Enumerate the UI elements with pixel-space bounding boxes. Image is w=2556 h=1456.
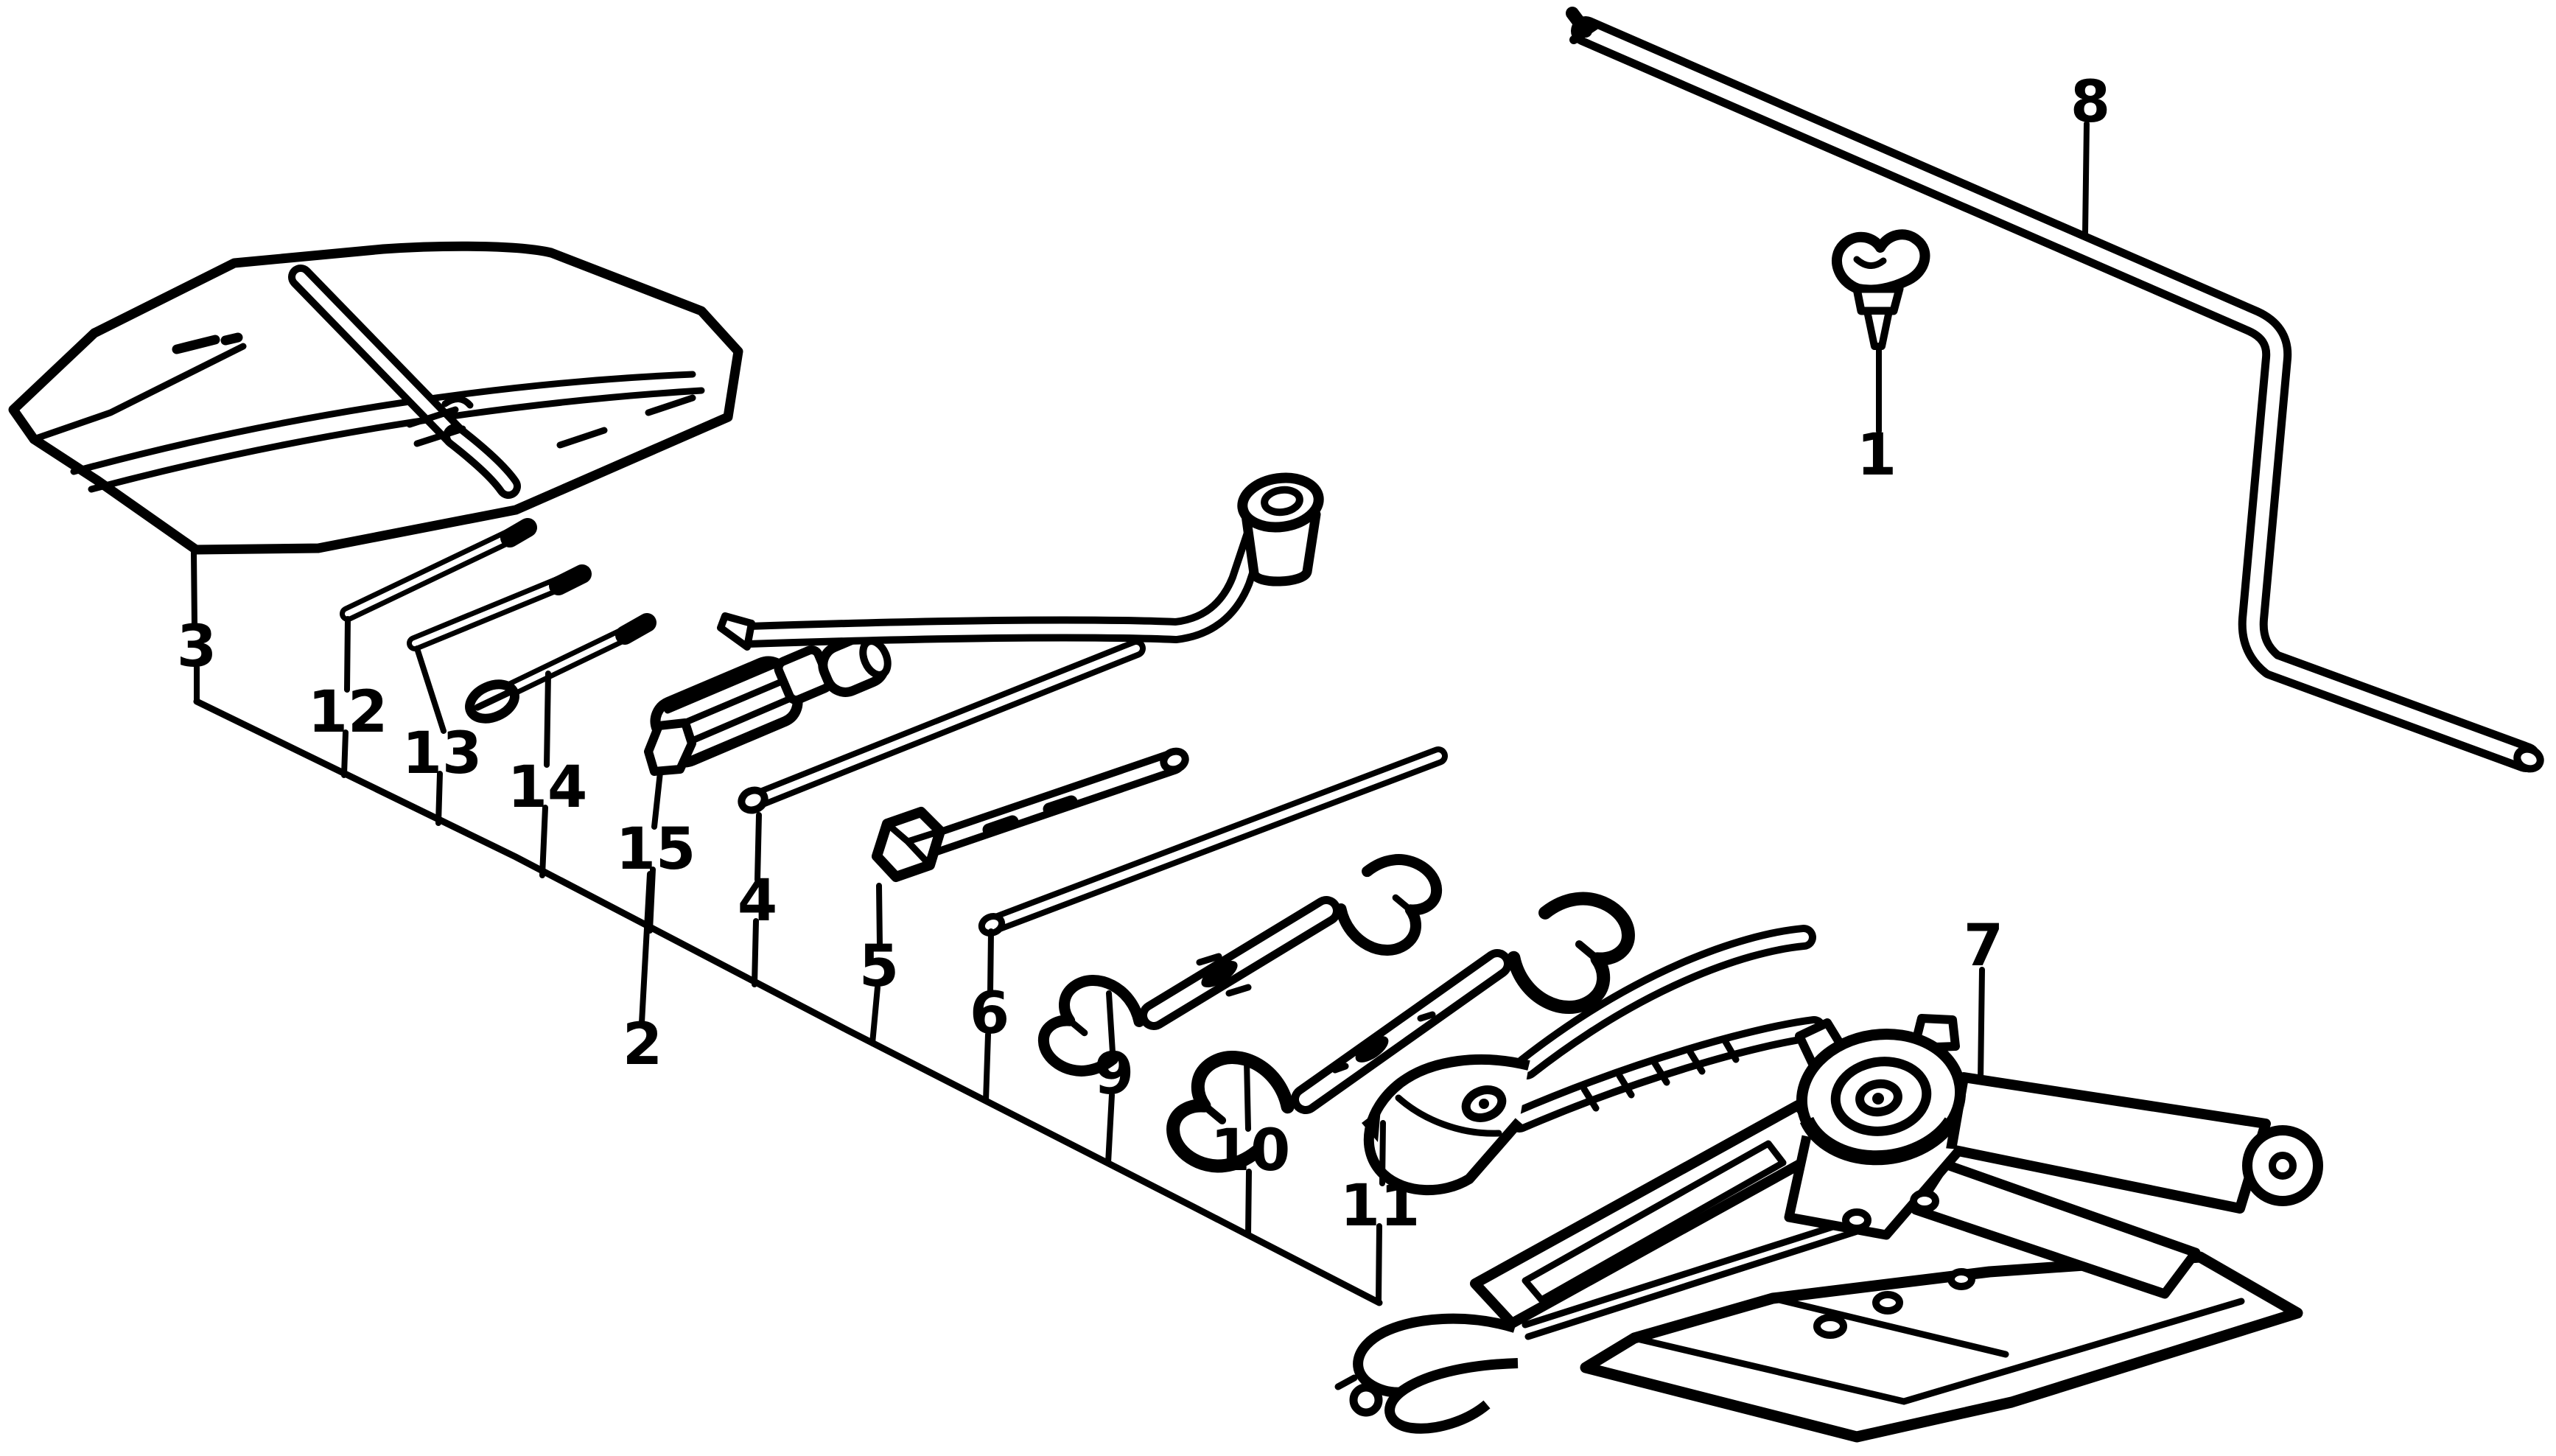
part-label-3: 3: [177, 614, 217, 680]
part-label-2: 2: [623, 1012, 662, 1078]
callout-7: 7: [1964, 913, 2003, 1083]
callout-2: 2: [623, 871, 662, 1078]
part-label-9: 9: [1094, 1041, 1134, 1107]
screwdriver-rod-small: [340, 518, 537, 622]
flat-blade-screwdriver: [465, 613, 656, 724]
open-end-wrench-large: [1158, 878, 1643, 1186]
lug-wrench-bar: [717, 472, 1324, 651]
callout-3: 3: [177, 550, 217, 703]
part-label-13: 13: [402, 721, 483, 787]
callout-14: 14: [508, 671, 588, 878]
part-label-11: 11: [1340, 1173, 1421, 1239]
jack-handle-rod: [738, 639, 1146, 814]
part-label-5: 5: [859, 934, 899, 1000]
screwdriver-rod-medium: [407, 564, 592, 651]
jack-lever-bar: [1566, 7, 2544, 773]
callout-8: 8: [2070, 69, 2110, 237]
scissor-jack: [1334, 1014, 2323, 1443]
callout-9: 9: [1094, 990, 1134, 1166]
callout-12: 12: [308, 616, 388, 778]
jack-handle-extension-rod: [978, 746, 1448, 937]
callout-4: 4: [738, 812, 777, 987]
part-label-12: 12: [308, 679, 388, 746]
part-label-7: 7: [1964, 913, 2003, 979]
part-label-4: 4: [738, 868, 777, 934]
callout-6: 6: [970, 928, 1009, 1104]
callout-10: 10: [1211, 1058, 1291, 1238]
callout-13: 13: [402, 645, 483, 826]
callouts: 1 2 3 4 5 6 7 8: [177, 69, 2110, 1303]
part-label-14: 14: [508, 755, 588, 821]
pliers: [1362, 925, 1827, 1195]
screwdriver-grip-and-blade: [644, 632, 892, 776]
index-line: [193, 698, 1383, 1306]
callout-11: 11: [1340, 1120, 1421, 1303]
callout-5: 5: [859, 883, 899, 1046]
wheel-nut-wrench: [872, 747, 1189, 882]
part-label-10: 10: [1211, 1118, 1291, 1184]
tool-bag: [8, 241, 743, 555]
callout-15: 15: [616, 769, 696, 934]
part-label-8: 8: [2070, 69, 2110, 136]
spare-tire-wing-bolt: [1832, 229, 1930, 350]
part-label-1: 1: [1857, 422, 1897, 489]
part-label-15: 15: [616, 816, 696, 883]
part-label-6: 6: [970, 981, 1009, 1047]
callout-1: 1: [1857, 346, 1897, 489]
open-end-wrench-small: [1032, 842, 1449, 1088]
